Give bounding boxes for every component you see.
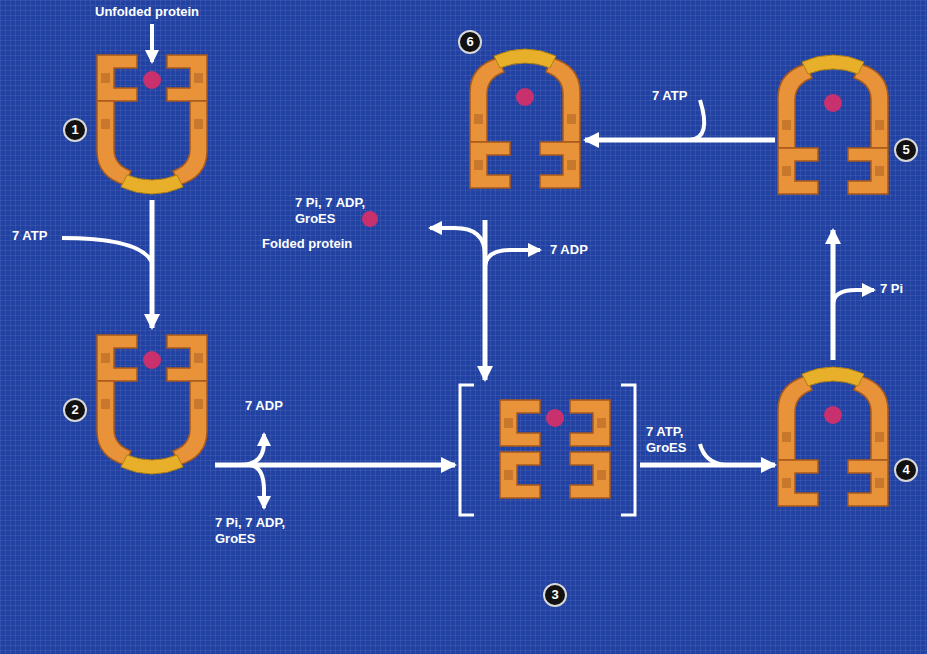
edge-label: 7 ATP xyxy=(652,88,687,104)
connector-arrow xyxy=(150,200,155,328)
input-branch xyxy=(62,238,152,262)
input-branch xyxy=(700,444,725,465)
protein-dot xyxy=(824,94,842,112)
note-label: Folded protein xyxy=(262,236,352,252)
chaperonin-ring xyxy=(500,452,610,498)
chaperonin-capped-ring xyxy=(97,101,207,194)
input-branch xyxy=(690,100,704,140)
chaperonin-ring xyxy=(470,142,580,188)
note-label: 7 Pi, 7 ADP, GroES xyxy=(215,515,325,547)
bracket xyxy=(621,385,635,515)
chaperonin-ring xyxy=(778,148,888,194)
chaperonin-capped-ring xyxy=(470,49,580,142)
connector-arrow xyxy=(483,220,488,380)
note-label: 7 Pi, 7 ADP, GroES xyxy=(295,195,405,227)
note-label-anchor: 7 Pi, 7 ADP, GroES xyxy=(295,195,405,227)
note-label-anchor: 7 Pi xyxy=(880,281,903,297)
edge-label: 7 ATP xyxy=(12,228,47,244)
output-branch xyxy=(240,434,264,465)
connector-arrow xyxy=(831,230,836,360)
entry-arrow xyxy=(150,24,154,62)
note-label-anchor: 7 ADP xyxy=(245,398,283,414)
callout-number: 6 xyxy=(458,30,482,54)
note-label: 7 Pi xyxy=(880,281,903,297)
protein-dot xyxy=(824,406,842,424)
callout-number: 3 xyxy=(543,583,567,607)
note-label: 7 ADP xyxy=(245,398,283,414)
note-label-anchor: Folded protein xyxy=(262,236,352,252)
connector-arrow xyxy=(215,463,455,468)
edge-label-anchor: 7 ATP xyxy=(12,228,47,244)
stage-box: 6 xyxy=(455,25,585,220)
chaperonin-capped-ring xyxy=(97,381,207,474)
chaperonin-capped-ring xyxy=(778,367,888,460)
note-label-anchor: 7 ADP xyxy=(550,242,588,258)
connector-arrow xyxy=(585,138,775,143)
chaperonin-ring xyxy=(500,400,610,446)
callout-number: 4 xyxy=(894,458,918,482)
stage-box: 2 xyxy=(60,328,215,488)
protein-dot xyxy=(516,88,534,106)
callout-number: 1 xyxy=(63,118,87,142)
output-branch xyxy=(485,250,540,266)
callout-number: 5 xyxy=(894,138,918,162)
stage-box: 3 xyxy=(455,380,640,615)
note-label: Unfolded protein xyxy=(95,4,199,20)
edge-label-anchor: 7 ATP xyxy=(652,88,687,104)
stage-box: 5 xyxy=(775,50,923,230)
stage-box: 4 xyxy=(775,360,923,550)
folded-protein-dot xyxy=(362,211,378,227)
output-branch xyxy=(833,290,874,305)
edge-label-anchor: 7 ATP, GroES xyxy=(646,424,706,456)
chaperonin-capped-ring xyxy=(778,55,888,148)
output-branch xyxy=(250,465,264,508)
note-label: 7 ADP xyxy=(550,242,588,258)
edge-label: 7 ATP, GroES xyxy=(646,424,706,456)
bracket xyxy=(460,385,474,515)
protein-dot xyxy=(143,351,161,369)
output-branch xyxy=(430,228,485,255)
connector-arrow xyxy=(640,463,775,468)
chaperonin-ring xyxy=(97,335,207,381)
callout-number: 2 xyxy=(63,398,87,422)
protein-dot xyxy=(143,71,161,89)
note-label-anchor: Unfolded protein xyxy=(95,4,199,20)
protein-dot xyxy=(546,409,564,427)
note-label-anchor: 7 Pi, 7 ADP, GroES xyxy=(215,515,325,547)
stage-box: 1 xyxy=(60,40,215,200)
chaperonin-ring xyxy=(778,460,888,506)
